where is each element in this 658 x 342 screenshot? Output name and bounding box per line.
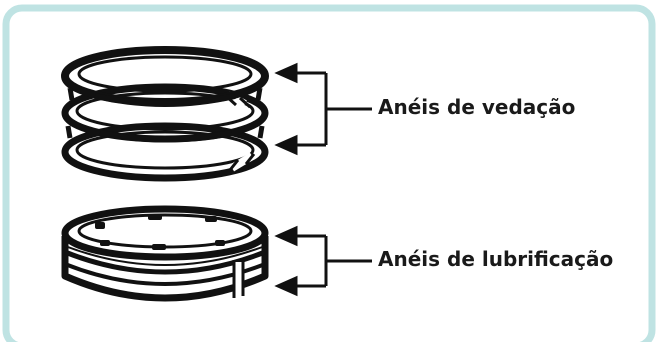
sealing-bracket [274, 62, 372, 156]
oil-rings-illustration [61, 205, 269, 302]
oil-bracket [274, 225, 372, 297]
oil-rings-label: Anéis de lubrificação [378, 247, 614, 271]
oil-slots [95, 214, 225, 250]
sealing-rings-label: Anéis de vedação [378, 95, 576, 119]
sealing-ring-bottom [61, 122, 269, 182]
sealing-rings-illustration [61, 46, 269, 182]
